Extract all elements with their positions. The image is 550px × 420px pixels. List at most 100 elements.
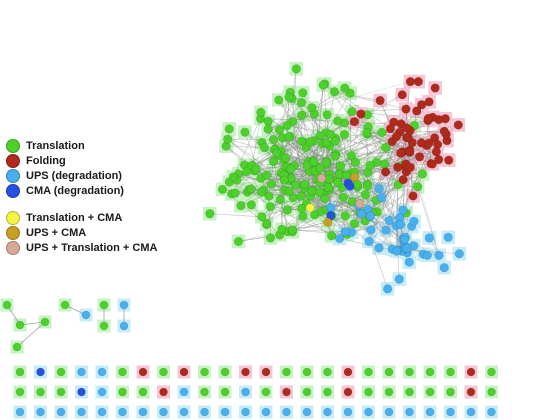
network-node-translation xyxy=(15,367,25,377)
network-node-translation xyxy=(487,387,496,397)
network-node-translation xyxy=(333,116,343,126)
network-edge xyxy=(292,229,348,235)
network-node-translation xyxy=(384,367,394,377)
network-edge xyxy=(349,142,430,187)
network-node-ups xyxy=(434,250,444,260)
network-edge xyxy=(324,83,355,122)
network-node-folding xyxy=(375,95,385,106)
network-node-translation xyxy=(417,169,428,179)
network-node-translation xyxy=(274,125,285,135)
network-node-translation xyxy=(324,174,334,184)
network-edge xyxy=(367,184,401,225)
network-node-translation xyxy=(60,300,70,310)
network-node-translation xyxy=(217,184,228,195)
network-edge xyxy=(408,124,459,138)
network-edge xyxy=(343,197,380,249)
network-edge xyxy=(329,189,352,233)
network-node-ups xyxy=(200,407,209,417)
network-node-translation xyxy=(315,163,325,173)
network-node-translation xyxy=(220,367,230,377)
network-node-ups xyxy=(323,407,332,417)
network-edge xyxy=(335,138,403,153)
network-node-translation xyxy=(364,387,373,397)
network-node-translation xyxy=(251,164,261,174)
network-node-translation xyxy=(280,153,291,163)
network-node-ups xyxy=(446,407,455,417)
network-node-folding xyxy=(430,83,440,93)
legend-item-translation: Translation xyxy=(6,138,85,154)
network-node-translation xyxy=(305,137,315,147)
network-edge xyxy=(324,192,387,231)
network-edge xyxy=(238,173,290,192)
network-node-ups xyxy=(77,407,86,417)
network-node-translation xyxy=(264,191,274,201)
network-node-translation xyxy=(310,210,320,220)
network-node-ups xyxy=(326,202,336,213)
network-edge xyxy=(227,138,309,162)
network-node-ups xyxy=(159,407,168,417)
legend-swatch-cma xyxy=(6,184,20,198)
network-node-translation xyxy=(323,367,332,377)
network-node-folding xyxy=(416,138,427,148)
network-node-translation xyxy=(265,233,276,243)
network-node-translation xyxy=(335,161,346,171)
network-node-cma xyxy=(345,181,355,191)
legend-item-cma: CMA (degradation) xyxy=(6,183,124,199)
network-node-ups xyxy=(466,407,476,417)
network-node-translation xyxy=(314,187,324,198)
network-edge xyxy=(227,138,285,181)
network-node-folding xyxy=(391,132,402,142)
network-node-folding xyxy=(408,191,418,201)
network-node-ups xyxy=(377,192,387,203)
network-node-ups xyxy=(15,407,25,417)
legend-item-translation-cma: Translation + CMA xyxy=(6,210,122,226)
network-node-translation xyxy=(365,160,375,170)
network-node-translation xyxy=(262,170,272,180)
network-node-translation xyxy=(296,97,307,108)
network-node-translation xyxy=(284,132,294,142)
network-node-translation xyxy=(298,211,308,221)
network-node-translation xyxy=(323,182,333,193)
network-node-ups xyxy=(81,310,91,320)
network-node-translation xyxy=(290,180,300,190)
network-edge xyxy=(396,212,407,252)
network-node-translation xyxy=(274,95,284,105)
network-node-cma xyxy=(36,367,45,377)
network-node-translation xyxy=(262,218,272,229)
network-node-folding xyxy=(466,367,476,377)
network-node-translation xyxy=(302,387,312,397)
network-node-translation xyxy=(347,107,357,117)
network-node-folding xyxy=(393,162,403,172)
network-node-translation xyxy=(138,387,148,397)
network-node-translation xyxy=(282,121,292,131)
legend-label-translation-cma: Translation + CMA xyxy=(26,212,123,224)
network-node-ups xyxy=(439,263,449,273)
network-node-translation xyxy=(325,129,336,139)
network-node-translation xyxy=(487,367,496,377)
legend-swatch-ups-cma xyxy=(6,226,20,240)
network-node-ups xyxy=(77,367,86,377)
network-node-translation xyxy=(15,320,25,330)
network-node-translation xyxy=(405,387,414,397)
network-node-translation xyxy=(230,188,240,198)
network-node-folding xyxy=(159,387,168,397)
network-node-translation xyxy=(263,116,273,126)
network-node-folding xyxy=(424,97,434,107)
network-node-ups xyxy=(241,407,250,417)
network-node-ups xyxy=(399,234,410,245)
network-node-ups-translation-cma xyxy=(316,173,327,183)
network-edge xyxy=(278,99,391,129)
network-edges xyxy=(6,68,460,348)
network-node-folding xyxy=(405,162,415,172)
network-node-translation xyxy=(296,191,306,201)
legend-label-folding: Folding xyxy=(26,155,66,167)
network-edge xyxy=(381,197,406,238)
network-edge xyxy=(324,83,327,165)
network-node-folding xyxy=(444,155,454,165)
network-node-ups xyxy=(404,257,414,267)
network-node-ups xyxy=(220,407,230,417)
network-node-folding xyxy=(466,387,476,397)
network-node-translation xyxy=(118,367,127,377)
network-node-translation xyxy=(360,189,370,200)
